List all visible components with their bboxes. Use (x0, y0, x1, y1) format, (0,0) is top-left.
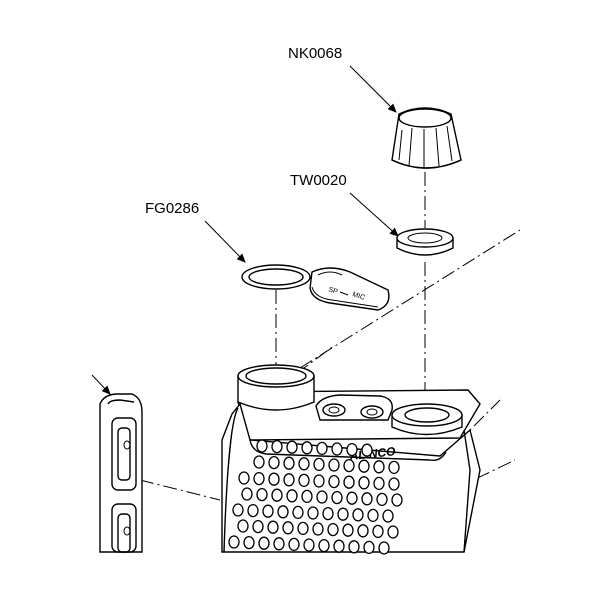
grille-hole (363, 540, 375, 555)
grille-hole (333, 539, 345, 553)
knob-nk0068 (391, 107, 462, 169)
grille-hole (378, 541, 390, 555)
grille-hole (316, 490, 328, 504)
grille-hole (247, 503, 259, 518)
label-nk0068: NK0068 (288, 45, 342, 62)
grille-hole (388, 460, 400, 475)
grille-hole (283, 473, 295, 487)
jack-cover: SP MIC (309, 267, 390, 311)
grille-hole (253, 471, 265, 486)
grille-hole (313, 457, 325, 472)
grille-hole (253, 455, 265, 469)
grille-hole (322, 506, 334, 521)
grille-hole (267, 520, 279, 534)
grille-hole (387, 525, 399, 539)
grille-hole (273, 537, 285, 551)
grille-hole (367, 508, 379, 523)
arrow-nk0068 (349, 65, 397, 113)
grille-hole (328, 474, 340, 489)
grille-hole (358, 459, 370, 473)
grille-hole (361, 443, 373, 457)
grille-hole (262, 504, 274, 518)
brand-logo: ALINCO (348, 444, 397, 463)
label-tw0020: TW0020 (290, 172, 347, 189)
grille-hole (376, 492, 388, 507)
grille-hole (312, 522, 324, 536)
label-fg0286: FG0286 (145, 200, 199, 217)
label-sp: SP (327, 286, 338, 296)
grille-hole (298, 457, 310, 471)
grille-hole (301, 441, 313, 455)
grille-hole (318, 538, 330, 553)
grille-hole (327, 522, 339, 537)
grille-hole (243, 535, 255, 550)
grille-hole (232, 503, 244, 517)
arrow-side-gasket (91, 374, 111, 395)
grille-hole (228, 535, 240, 549)
grille-hole (388, 477, 400, 491)
grille-hole (237, 519, 249, 533)
grille-hole (373, 476, 385, 491)
grille-hole (252, 519, 264, 534)
grille-hole (238, 471, 250, 485)
grille-hole (258, 536, 270, 550)
arrow-tw0020 (349, 192, 399, 237)
grille-hole (256, 439, 268, 453)
grille-hole (372, 524, 384, 539)
grille-hole (358, 476, 370, 490)
grille-hole (271, 488, 283, 502)
grille-hole (316, 441, 328, 456)
grille-hole (348, 540, 360, 554)
grille-hole (343, 458, 355, 473)
grille-hole (328, 458, 340, 472)
grille-hole (277, 505, 289, 519)
gasket-fg0286 (241, 264, 311, 290)
grille-hole (382, 509, 394, 523)
grille-hole (391, 493, 403, 507)
label-mic: MIC (351, 291, 365, 302)
grille-hole (357, 524, 369, 538)
grille-hole (271, 439, 283, 454)
grille-hole (352, 508, 364, 522)
grille-hole (337, 507, 349, 521)
grille-hole (331, 442, 343, 456)
grille-hole (331, 490, 343, 505)
grille-hole (313, 474, 325, 488)
grille-hole (268, 472, 280, 486)
grille-hole (361, 492, 373, 506)
side-gasket-strip (99, 393, 143, 553)
grille-hole (346, 491, 358, 505)
grille-hole (286, 440, 298, 454)
grille-hole (342, 523, 354, 537)
grille-hole (373, 460, 385, 474)
speaker-grille (228, 439, 403, 555)
grille-hole (301, 489, 313, 504)
grille-hole (286, 489, 298, 503)
washer-tw0020 (396, 228, 454, 256)
grille-hole (283, 456, 295, 470)
grille-hole (343, 475, 355, 489)
grille-hole (298, 473, 310, 488)
arrow-fg0286 (204, 220, 246, 263)
grille-hole (288, 537, 300, 552)
grille-hole (256, 487, 268, 502)
grille-hole (282, 521, 294, 535)
grille-hole (268, 455, 280, 470)
grille-hole (292, 505, 304, 520)
grille-hole (307, 506, 319, 520)
grille-hole (346, 442, 358, 457)
grille-hole (241, 487, 253, 501)
grille-hole (297, 521, 309, 536)
grille-hole (303, 538, 315, 552)
